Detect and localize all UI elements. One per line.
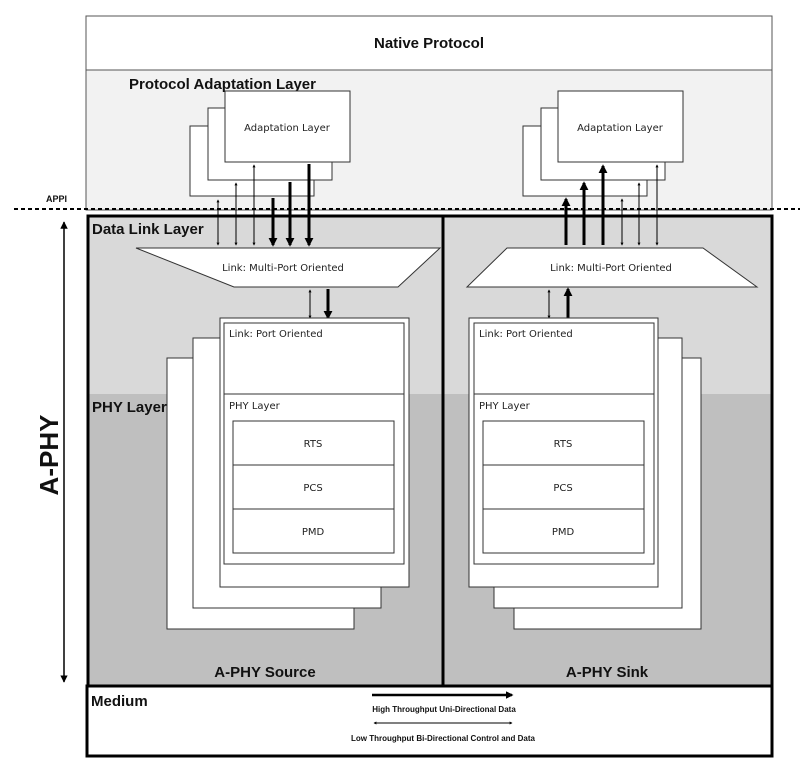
source-link-multi-port-block: [135, 247, 442, 288]
source-label: A-PHY Source: [214, 664, 315, 681]
sink-adaptation-layer-label: Adaptation Layer: [577, 123, 664, 134]
sink-link-multi-port-block: [465, 247, 759, 288]
sink-pmd-box: [482, 508, 645, 554]
source-phy-layer-label: PHY Layer: [229, 401, 281, 412]
sink-pmd-label: PMD: [552, 527, 575, 538]
source-adaptation-layer-box: [224, 90, 351, 163]
source-rts-label: RTS: [304, 439, 323, 450]
sink-link-port-oriented-label: Link: Port Oriented: [479, 329, 573, 340]
sink-link-port-oriented-box: [473, 322, 655, 395]
source-link-port-oriented-label: Link: Port Oriented: [229, 329, 323, 340]
source-pmd-box: [232, 508, 395, 554]
uni-directional-legend: High Throughput Uni-Directional Data: [372, 705, 516, 714]
sink-pcs-box: [482, 464, 645, 510]
data-link-layer-label: Data Link Layer: [92, 221, 204, 238]
medium-label: Medium: [91, 693, 148, 710]
phy-layer-label: PHY Layer: [92, 399, 167, 416]
source-adaptation-layer-label: Adaptation Layer: [244, 123, 331, 134]
sink-pcs-label: PCS: [553, 483, 572, 494]
a-phy-label: A-PHY: [34, 415, 64, 496]
sink-link-multi-port-label: Link: Multi-Port Oriented: [550, 263, 672, 274]
medium-band: [85, 684, 774, 758]
sink-rts-box: [482, 420, 645, 466]
native-protocol-label: Native Protocol: [374, 35, 484, 52]
source-pcs-label: PCS: [303, 483, 322, 494]
source-pmd-label: PMD: [302, 527, 325, 538]
bi-directional-legend: Low Throughput Bi-Directional Control an…: [351, 734, 536, 743]
sink-label: A-PHY Sink: [566, 664, 649, 681]
sink-phy-layer-label: PHY Layer: [479, 401, 531, 412]
native-protocol-band: [85, 15, 773, 71]
sink-adaptation-layer-box: [557, 90, 684, 163]
appi-label: APPI: [46, 194, 67, 204]
protocol-adaptation-label: Protocol Adaptation Layer: [129, 76, 316, 93]
sink-rts-label: RTS: [554, 439, 573, 450]
source-link-multi-port-label: Link: Multi-Port Oriented: [222, 263, 344, 274]
source-link-port-oriented-box: [223, 322, 405, 395]
